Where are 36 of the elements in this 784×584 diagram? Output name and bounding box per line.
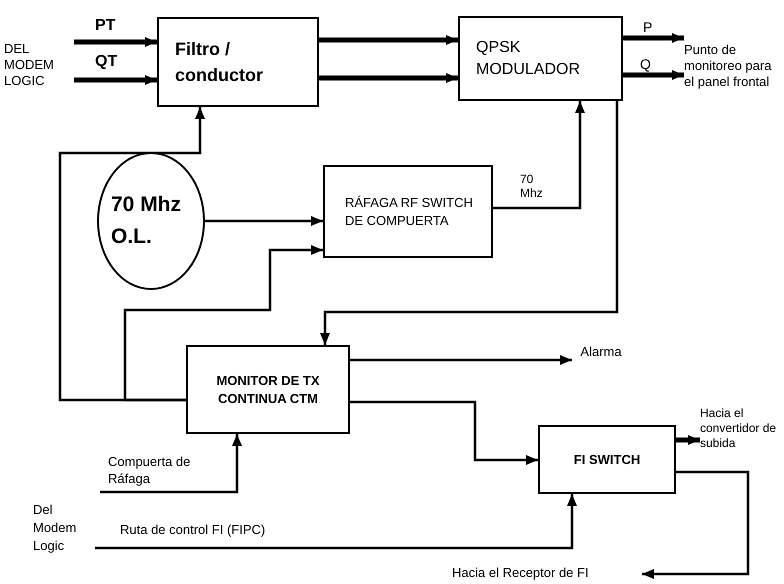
arrow [124,245,323,402]
edge-label: Q [640,55,651,74]
arrow [100,434,242,494]
arrow [623,70,684,80]
output-label: Punto de monitoreo para el panel frontal [684,14,782,118]
arrow [58,107,205,402]
modulator-block: QPSK MODULADOR [458,16,623,101]
switch-block: RÁFAGA RF SWITCH DE COMPUERTA [323,165,493,258]
edge-label: PT [95,16,116,36]
arrow [350,400,538,465]
arrow [320,101,618,345]
filter-block: Filtro / conductor [157,17,319,107]
oscillator-circle: 70 Mhz O.L. [97,152,205,290]
arrow [95,494,577,550]
alarm-label: Alarma [572,342,630,362]
monitor-block: MONITOR DE TX CONTINUA CTM [186,345,350,434]
arrow [642,470,750,579]
source-label: DEL MODEM LOGIC [4,36,74,94]
edge-label: QT [95,52,118,72]
arrow [319,35,458,45]
source-label: Del Modem Logic [33,498,95,558]
edge-label: Ruta de control FI (FIPC) [120,521,266,539]
arrow [676,435,700,445]
input-label: Compuerta de Ráfaga [108,448,200,492]
output-label: Hacia el Receptor de FI [452,564,642,582]
arrow [205,216,323,226]
arrow [493,101,585,210]
switch-block: FI SWITCH [538,425,676,494]
edge-label: 70 Mhz [520,172,544,200]
arrow [74,37,157,47]
arrow [350,355,572,365]
arrow [74,75,157,85]
arrow [319,73,458,83]
edge-label: P [643,18,652,37]
arrow [623,33,684,43]
output-label: Hacia el convertidor de subida [700,400,784,456]
